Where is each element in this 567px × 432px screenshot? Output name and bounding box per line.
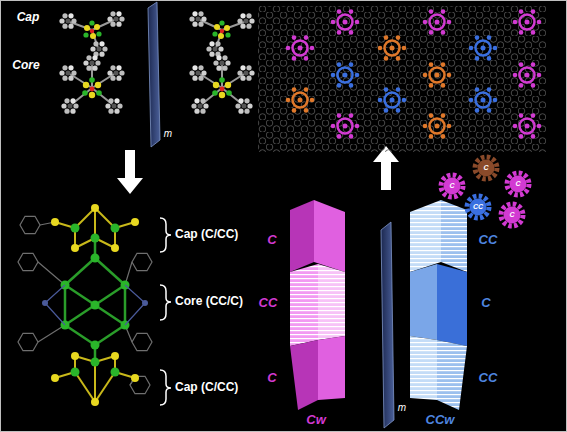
cluster-structure <box>18 204 152 406</box>
lattice <box>258 6 546 152</box>
gear-label: C <box>515 180 520 188</box>
helix-label: C <box>481 296 490 311</box>
helix-label: C <box>267 233 276 248</box>
mirror-plane <box>381 222 394 428</box>
blue-prism <box>410 200 467 410</box>
prism-label: CCw <box>426 413 455 428</box>
part-label: Cap <box>17 11 40 25</box>
bracket-label: Core (CC/C) <box>175 295 243 309</box>
gear-label: C <box>509 211 514 219</box>
gear-label: C <box>449 182 454 190</box>
gear-label: C <box>483 164 488 172</box>
mirror-label: m <box>164 128 172 140</box>
gears <box>441 157 529 226</box>
helix-label: CC <box>259 296 278 311</box>
helix-label: C <box>267 371 276 386</box>
part-label: Core <box>12 59 39 73</box>
helix-label: CC <box>479 371 498 386</box>
bracket <box>160 218 171 405</box>
mirror-label: m <box>398 402 406 414</box>
bracket-label: Cap (C/CC) <box>175 228 238 242</box>
mirror-plane <box>148 2 160 147</box>
pink-prism <box>290 200 345 410</box>
helix-label: CC <box>479 233 498 248</box>
prism-label: Cw <box>306 413 326 428</box>
down-arrow <box>117 150 143 194</box>
up-arrow <box>373 146 399 190</box>
gear-label: CC <box>473 203 483 211</box>
bracket-label: Cap (C/CC) <box>175 381 238 395</box>
